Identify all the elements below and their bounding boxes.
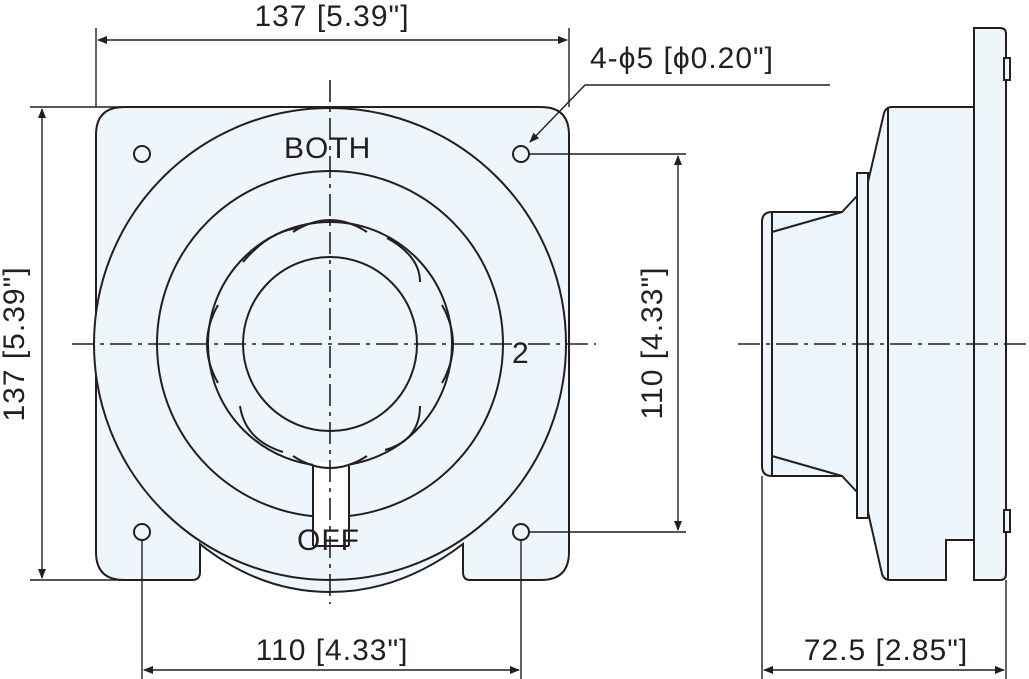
dim-top-width: 137 [5.39"] [254,0,409,33]
label-position-2: 2 [512,337,530,370]
hole-callout-leader [529,84,830,143]
front-view: BOTH OFF 2 [72,80,596,604]
dimensions-side: 72.5 [2.85"] [761,476,1007,679]
label-off: OFF [297,524,360,557]
dim-right-hole-spacing: 110 [4.33"] [636,267,669,420]
mounting-hole-br [512,523,530,541]
mounting-hole-bl [133,523,151,541]
side-flange [973,27,1007,581]
side-view [738,27,1029,581]
knob-scallops [206,219,454,469]
dimensions-front: 137 [5.39"] 137 [5.39"] 110 [4.33"] 110 … [0,0,830,679]
hole-callout: 4-ϕ5 [ϕ0.20"] [590,42,774,75]
mounting-hole-tr [512,145,530,163]
dial-slot [313,462,349,546]
label-both: BOTH [284,132,371,165]
dim-bottom-hole-spacing: 110 [4.33"] [256,634,409,667]
dim-side-depth: 72.5 [2.85"] [804,634,968,667]
side-flange-tab [1003,57,1011,81]
dim-left-height: 137 [5.39"] [0,266,31,421]
mounting-hole-tl [133,145,151,163]
side-dial-disc [856,172,869,519]
